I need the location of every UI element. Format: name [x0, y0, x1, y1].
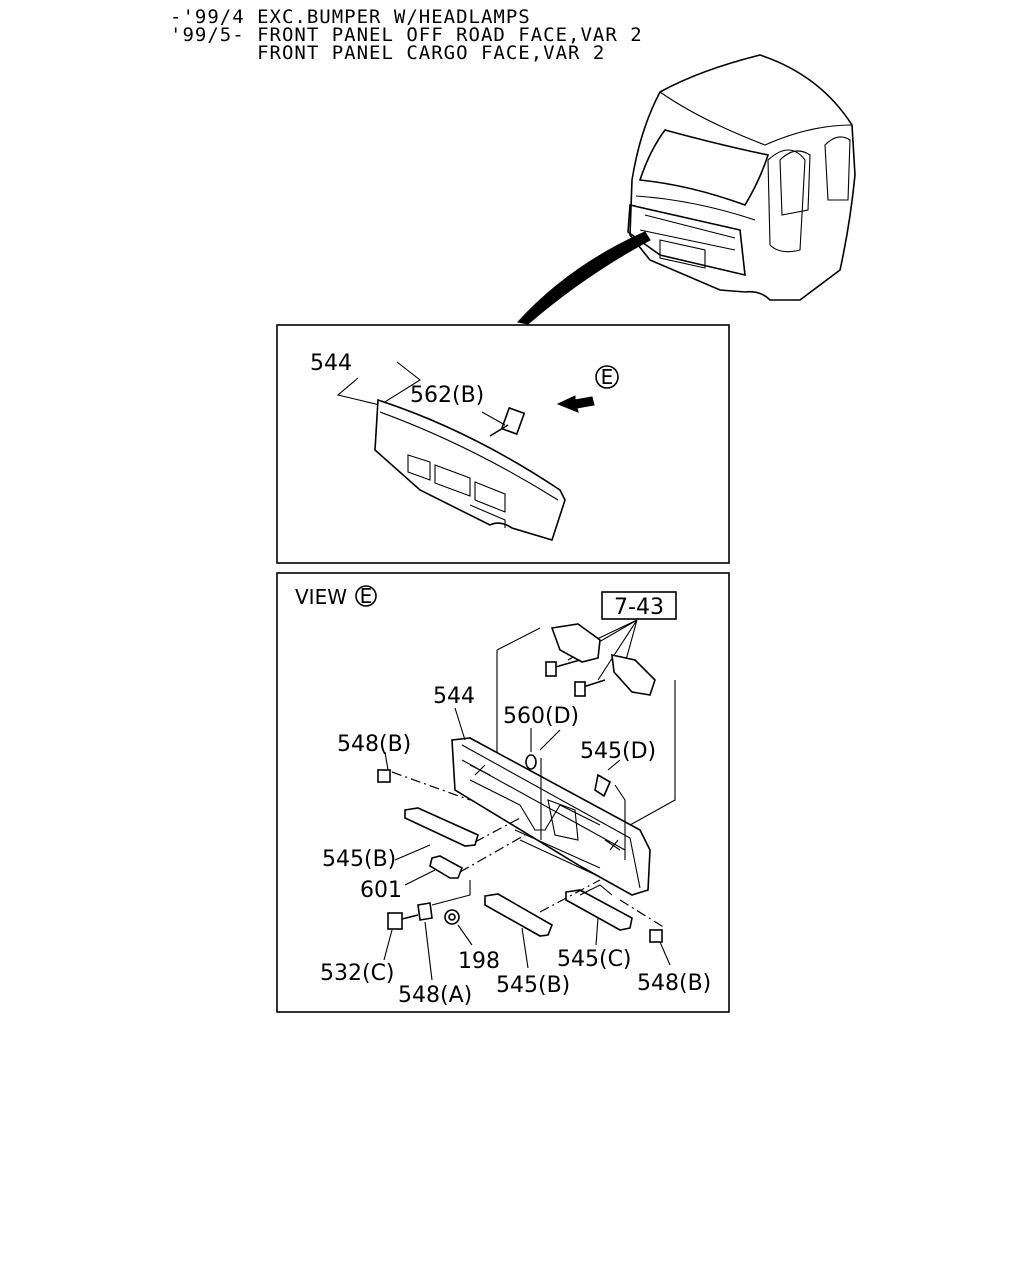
label-532c: 532(C)	[320, 961, 395, 986]
label-601: 601	[360, 878, 402, 903]
label-562b: 562(B)	[410, 383, 484, 408]
view-e-label: E	[360, 584, 373, 608]
bottom-panel: VIEW E 7-43	[295, 584, 711, 1008]
view-e-circle	[355, 585, 377, 607]
ref-box-label: 7-43	[614, 595, 664, 620]
label-198: 198	[458, 949, 500, 974]
header-line-2: '99/5- FRONT PANEL OFF ROAD FACE,VAR 2	[170, 24, 643, 46]
label-545b-bottom: 545(B)	[496, 973, 570, 998]
label-544-top: 544	[310, 351, 352, 376]
header-line-3: FRONT PANEL CARGO FACE,VAR 2	[170, 42, 606, 64]
header-line-1: -'99/4 EXC.BUMPER W/HEADLAMPS	[170, 6, 531, 28]
label-548a: 548(A)	[398, 983, 472, 1008]
grommet-560d	[525, 754, 537, 770]
ref-box	[601, 591, 677, 620]
label-548b-left: 548(B)	[337, 732, 411, 757]
bolt-532c	[387, 912, 403, 930]
bottom-panel-frame	[276, 572, 730, 1013]
top-panel: E 544 562(B)	[310, 351, 619, 541]
top-panel-frame	[276, 324, 730, 564]
truck-cab-illustration	[517, 54, 856, 325]
view-marker-label: E	[601, 365, 614, 389]
view-marker-circle	[595, 365, 619, 389]
label-560d: 560(D)	[503, 704, 579, 729]
label-545c: 545(C)	[557, 947, 632, 972]
label-544: 544	[433, 684, 475, 709]
label-548b-right: 548(B)	[637, 971, 711, 996]
view-text: VIEW	[295, 585, 347, 609]
label-545b-left: 545(B)	[322, 847, 396, 872]
label-545d: 545(D)	[580, 739, 656, 764]
